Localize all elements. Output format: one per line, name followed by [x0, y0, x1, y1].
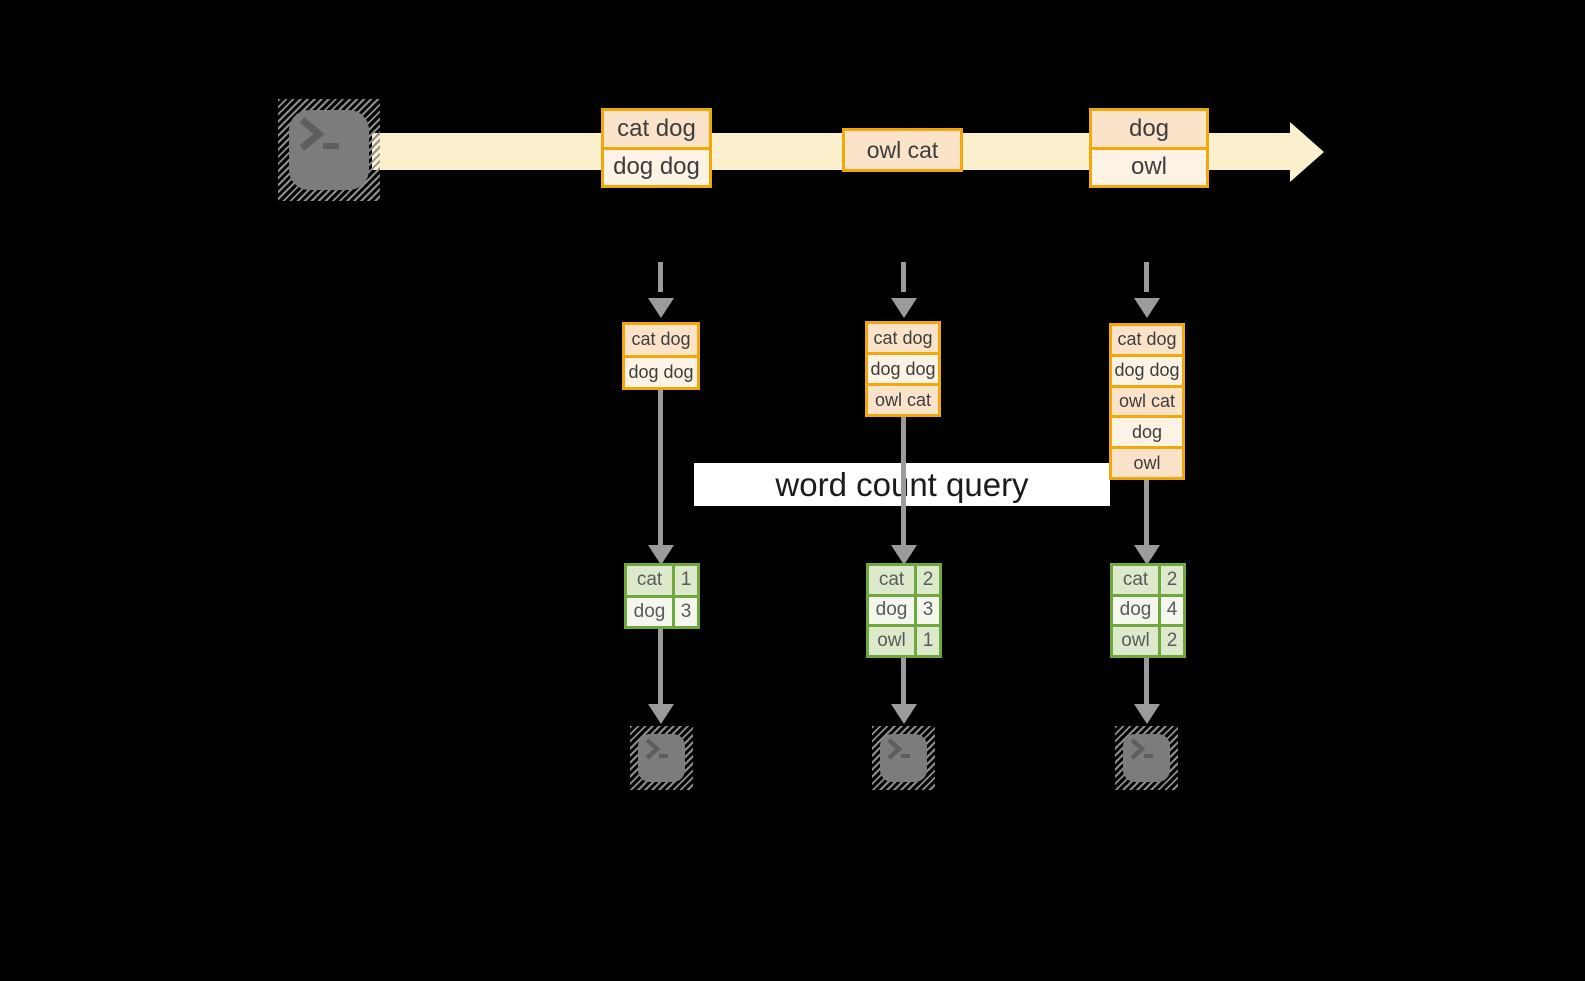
stream-batch-3: dog owl [1089, 108, 1209, 188]
batch-row: cat dog [604, 111, 709, 147]
stream-batch-2: owl cat [842, 128, 963, 172]
sink-terminal-icon-2 [872, 726, 935, 790]
trigger-arrowhead-icon-1 [648, 298, 674, 318]
terminal-body [289, 110, 369, 190]
state-row: dog dog [1112, 353, 1182, 385]
state-row: dog dog [625, 354, 697, 387]
batch-row: owl cat [845, 131, 960, 169]
sink-arrow-2 [901, 658, 906, 704]
state-row: dog dog [868, 352, 938, 383]
state-row: owl cat [868, 383, 938, 414]
sink-arrowhead-icon-2 [891, 704, 917, 724]
state-box-2: cat dog dog dog owl cat [865, 321, 941, 417]
word-cell: cat [869, 566, 914, 594]
count-cell: 2 [1161, 566, 1183, 594]
word-cell: cat [1113, 566, 1158, 594]
terminal-prompt-icon [644, 738, 670, 765]
terminal-prompt-icon [297, 116, 341, 157]
count-cell: 2 [1161, 627, 1183, 655]
state-row: owl cat [1112, 384, 1182, 416]
word-cell: dog [1113, 596, 1158, 625]
trigger-arrowhead-icon-3 [1134, 298, 1160, 318]
count-cell: 4 [1161, 596, 1183, 625]
count-cell: 1 [917, 627, 939, 655]
count-table-3: cat 2 dog 4 owl 2 [1110, 563, 1186, 658]
state-row: dog [1112, 415, 1182, 447]
sink-arrow-3 [1144, 658, 1149, 704]
word-cell: cat [627, 566, 672, 595]
trigger-arrow-dash-2 [901, 262, 906, 292]
batch-row: dog dog [604, 146, 709, 185]
query-arrowhead-icon-1 [648, 545, 674, 565]
query-arrowhead-icon-3 [1134, 545, 1160, 565]
state-row: cat dog [625, 325, 697, 355]
query-arrowhead-icon-2 [891, 545, 917, 565]
sink-arrowhead-icon-1 [648, 704, 674, 724]
word-cell: dog [869, 596, 914, 625]
count-table-2: cat 2 dog 3 owl 1 [866, 563, 942, 658]
stream-timeline-arrowhead-icon [1290, 122, 1324, 182]
terminal-body [880, 734, 927, 782]
count-cell: 2 [917, 566, 939, 594]
trigger-arrow-dash-3 [1144, 262, 1149, 292]
state-box-3: cat dog dog dog owl cat dog owl [1109, 323, 1185, 480]
state-row: cat dog [1112, 326, 1182, 354]
word-cell: owl [869, 627, 914, 655]
sink-arrow-1 [658, 629, 663, 704]
sink-arrowhead-icon-3 [1134, 704, 1160, 724]
word-cell: dog [627, 597, 672, 626]
count-cell: 3 [675, 597, 697, 626]
terminal-prompt-icon [1129, 738, 1155, 765]
count-table-1: cat 1 dog 3 [624, 563, 700, 629]
state-box-1: cat dog dog dog [622, 322, 700, 390]
query-arrow-2 [901, 417, 906, 545]
state-row: owl [1112, 446, 1182, 477]
query-arrow-3 [1144, 480, 1149, 545]
query-arrow-1 [658, 390, 663, 545]
count-cell: 3 [917, 596, 939, 625]
sink-terminal-icon-1 [630, 726, 693, 790]
word-cell: owl [1113, 627, 1158, 655]
trigger-arrowhead-icon-2 [891, 298, 917, 318]
terminal-body [1123, 734, 1170, 782]
count-cell: 1 [675, 566, 697, 595]
batch-row: dog [1092, 111, 1206, 147]
trigger-arrow-dash-1 [658, 262, 663, 292]
stream-batch-1: cat dog dog dog [601, 108, 712, 188]
terminal-prompt-icon [886, 738, 912, 765]
sink-terminal-icon-3 [1115, 726, 1178, 790]
state-row: cat dog [868, 324, 938, 352]
batch-row: owl [1092, 146, 1206, 185]
terminal-body [638, 734, 685, 782]
source-terminal-icon [278, 99, 380, 201]
